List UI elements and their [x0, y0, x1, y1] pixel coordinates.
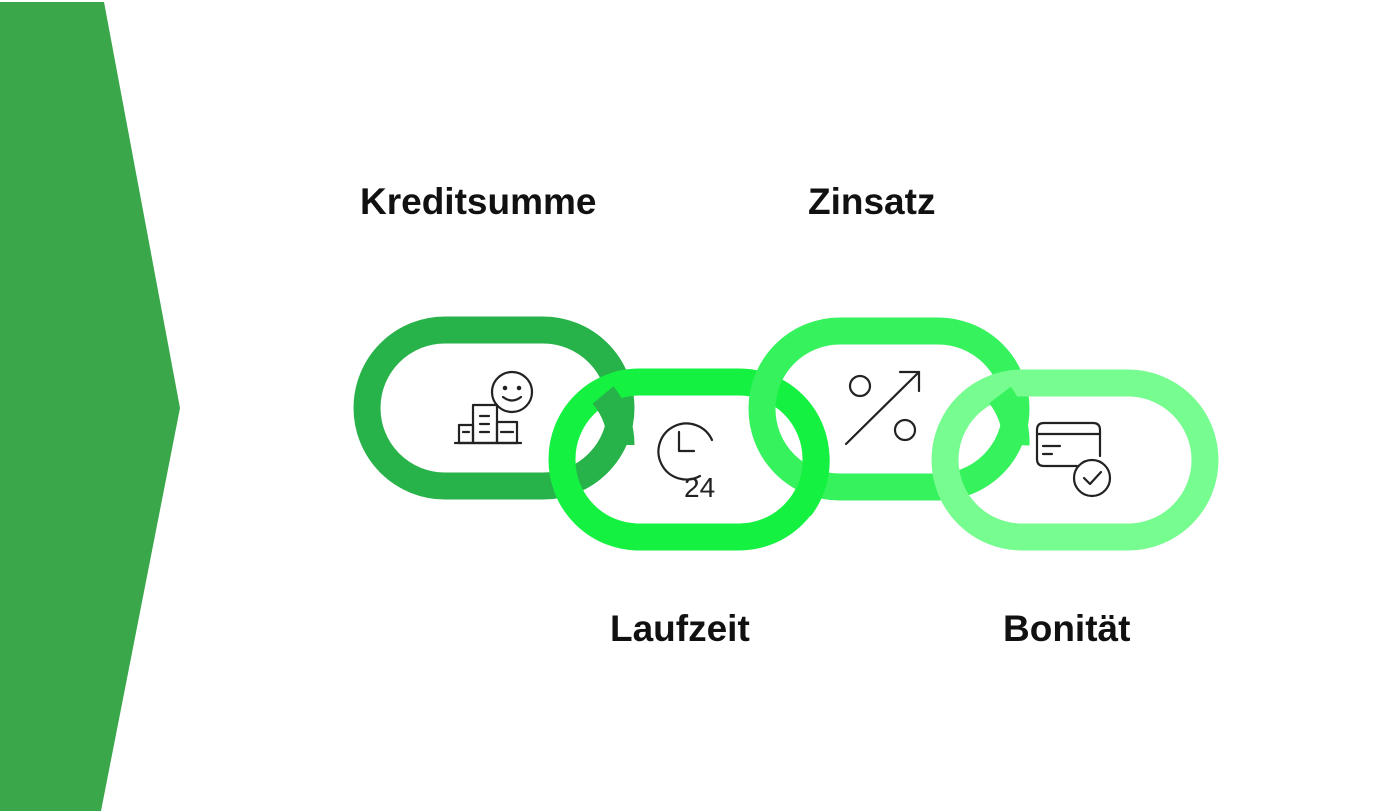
label-kreditsumme: Kreditsumme — [360, 181, 597, 222]
chain-overlap-laufzeit — [789, 453, 830, 517]
chevron-arrow-fill — [0, 2, 180, 811]
label-bonitaet: Bonität — [1003, 608, 1131, 649]
building-smiley-icon — [453, 370, 534, 445]
percent-rising-arrow-icon — [844, 370, 921, 446]
chain-overlap-zinsatz — [988, 386, 1030, 446]
chain-overlap-kreditsumme — [592, 386, 635, 446]
clock-24-number: 24 — [684, 472, 715, 503]
label-zinsatz: Zinsatz — [808, 181, 936, 222]
label-laufzeit: Laufzeit — [610, 608, 750, 649]
credit-card-check-icon — [1035, 421, 1112, 498]
chain-link-bonitaet — [931, 369, 1219, 551]
clock-24-icon: 24 — [657, 422, 715, 503]
